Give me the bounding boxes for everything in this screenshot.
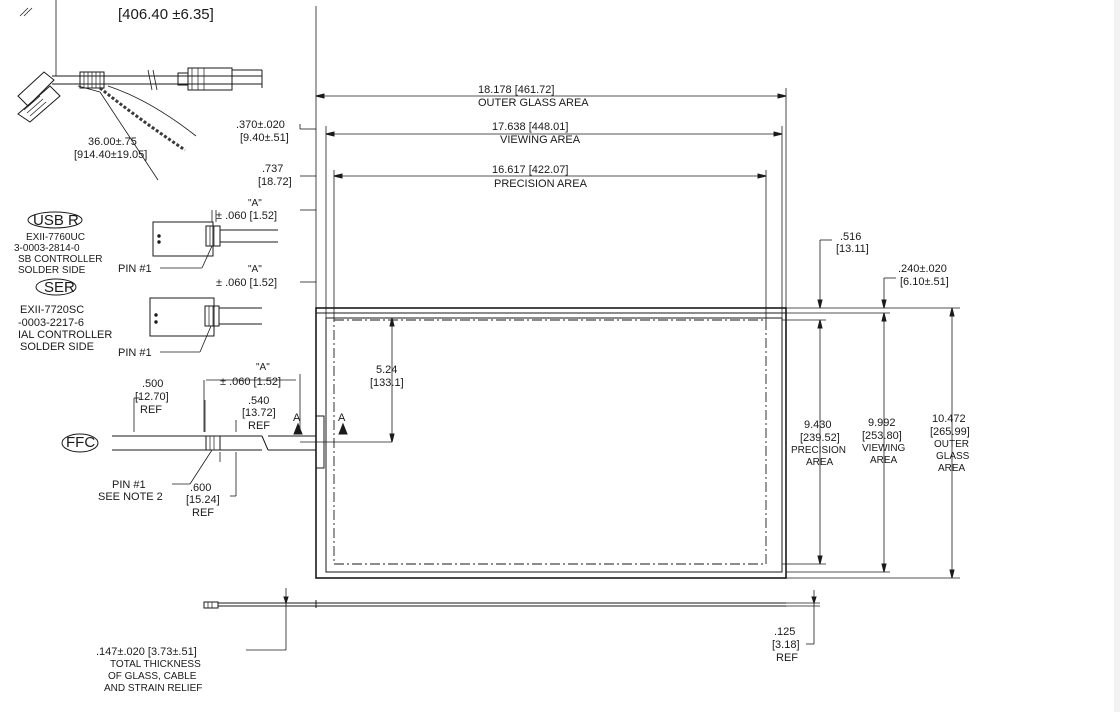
precision-label: PRECISION AREA xyxy=(494,178,588,190)
ser-controller: IAL CONTROLLER xyxy=(18,329,112,341)
ffc-540-dim: .540 xyxy=(248,395,269,407)
dim-370: .370±.020 xyxy=(236,119,285,131)
ser-badge: SER xyxy=(44,279,75,296)
center-dim-inch: 5.24 xyxy=(376,364,397,376)
outer-glass-dim: 18.178 [461.72] xyxy=(478,84,554,96)
dim-125: .125 xyxy=(774,626,795,638)
right-dimension-lines xyxy=(782,239,960,579)
outer-height-label: OUTER xyxy=(934,439,969,450)
cable-dim-inch: 36.00±.75 xyxy=(88,136,137,148)
dim-240-mm: [6.10±.51] xyxy=(900,276,949,288)
cable-dim-mm: [914.40±19.05] xyxy=(74,149,147,161)
total-thickness-dim: .147±.020 [3.73±.51] xyxy=(96,646,197,658)
dim-516-mm: [13.11] xyxy=(836,243,869,255)
usb-solder-side: SOLDER SIDE xyxy=(18,265,86,276)
panel-outline xyxy=(315,6,787,579)
dim-516: .516 xyxy=(840,231,861,243)
outer-height-label2: GLASS xyxy=(936,451,970,462)
ser-solder-side: SOLDER SIDE xyxy=(20,341,94,353)
total-thickness-label2: OF GLASS, CABLE xyxy=(108,671,197,682)
ser-a-label: "A" xyxy=(248,264,262,275)
dim-125-mm: [3.18] xyxy=(772,639,800,651)
dim-125-ref: REF xyxy=(776,652,798,664)
section-a-right: A xyxy=(338,412,346,424)
top-dimension-lines xyxy=(299,93,787,283)
ffc-badge: FFC xyxy=(66,434,95,451)
total-thickness-label3: AND STRAIN RELIEF xyxy=(104,683,202,694)
usb-a-dim: ± .060 [1.52] xyxy=(216,210,277,222)
usb-a-label: "A" xyxy=(248,198,262,209)
cable-length-dim: [406.40 ±6.35] xyxy=(118,6,214,23)
dim-737-mm: [18.72] xyxy=(258,176,292,188)
viewing-dim: 17.638 [448.01] xyxy=(492,121,568,133)
viewing-height-label: VIEWING xyxy=(862,443,906,454)
ser-detail xyxy=(35,278,262,353)
usb-model: EXII-7760UC xyxy=(26,232,85,243)
outer-height: 10.472 xyxy=(932,413,966,425)
outer-glass-label: OUTER GLASS AREA xyxy=(478,97,589,109)
viewing-height: 9.992 xyxy=(868,417,896,429)
cable-detail xyxy=(17,0,263,181)
usb-controller: SB CONTROLLER xyxy=(18,254,102,265)
section-a-left: A xyxy=(293,412,301,424)
side-profile xyxy=(203,588,820,651)
precision-height-label: PRECISION xyxy=(791,445,846,456)
ffc-500-dim: .500 xyxy=(142,378,163,390)
ffc-600-dim: .600 xyxy=(190,482,211,494)
ffc-note: SEE NOTE 2 xyxy=(98,491,163,503)
ser-pin-label: PIN #1 xyxy=(118,347,152,359)
precision-height-mm: [239.52] xyxy=(800,432,840,444)
outer-height-label3: AREA xyxy=(938,463,966,474)
viewing-label: VIEWING AREA xyxy=(500,134,581,146)
ffc-540-mm: [13.72] xyxy=(242,407,276,419)
usb-badge: USB R xyxy=(33,212,79,229)
ffc-pin-label: PIN #1 xyxy=(112,479,146,491)
usb-detail xyxy=(27,210,278,269)
center-dim-lines xyxy=(389,317,395,443)
dim-737: .737 xyxy=(262,163,283,175)
ser-model: EXII-7720SC xyxy=(20,304,84,316)
ffc-500-mm: [12.70] xyxy=(135,391,169,403)
ser-part: -0003-2217-6 xyxy=(18,317,84,329)
ffc-a-label: "A" xyxy=(256,362,270,373)
precision-height-label2: AREA xyxy=(806,457,834,468)
ser-a-dim: ± .060 [1.52] xyxy=(216,277,277,289)
precision-dim: 16.617 [422.07] xyxy=(492,164,568,176)
usb-pin-label: PIN #1 xyxy=(118,263,152,275)
ffc-600-ref: REF xyxy=(192,507,214,519)
ffc-detail xyxy=(61,374,392,497)
ffc-540-ref: REF xyxy=(248,420,270,432)
center-dim-mm: [133.1] xyxy=(370,377,404,389)
dim-240: .240±.020 xyxy=(898,263,947,275)
viewing-height-label2: AREA xyxy=(870,455,898,466)
dim-370-mm: [9.40±.51] xyxy=(240,132,289,144)
viewing-height-mm: [253.80] xyxy=(862,430,902,442)
outer-height-mm: [265.99] xyxy=(930,426,970,438)
ffc-600-mm: [15.24] xyxy=(186,494,220,506)
precision-height: 9.430 xyxy=(804,419,832,431)
vertical-scrollbar[interactable] xyxy=(1114,0,1120,712)
total-thickness-label: TOTAL THICKNESS xyxy=(110,659,201,670)
usb-part: 3-0003-2814-0 xyxy=(14,243,80,254)
ffc-500-ref: REF xyxy=(140,404,162,416)
ffc-a-dim: ± .060 [1.52] xyxy=(220,376,281,388)
